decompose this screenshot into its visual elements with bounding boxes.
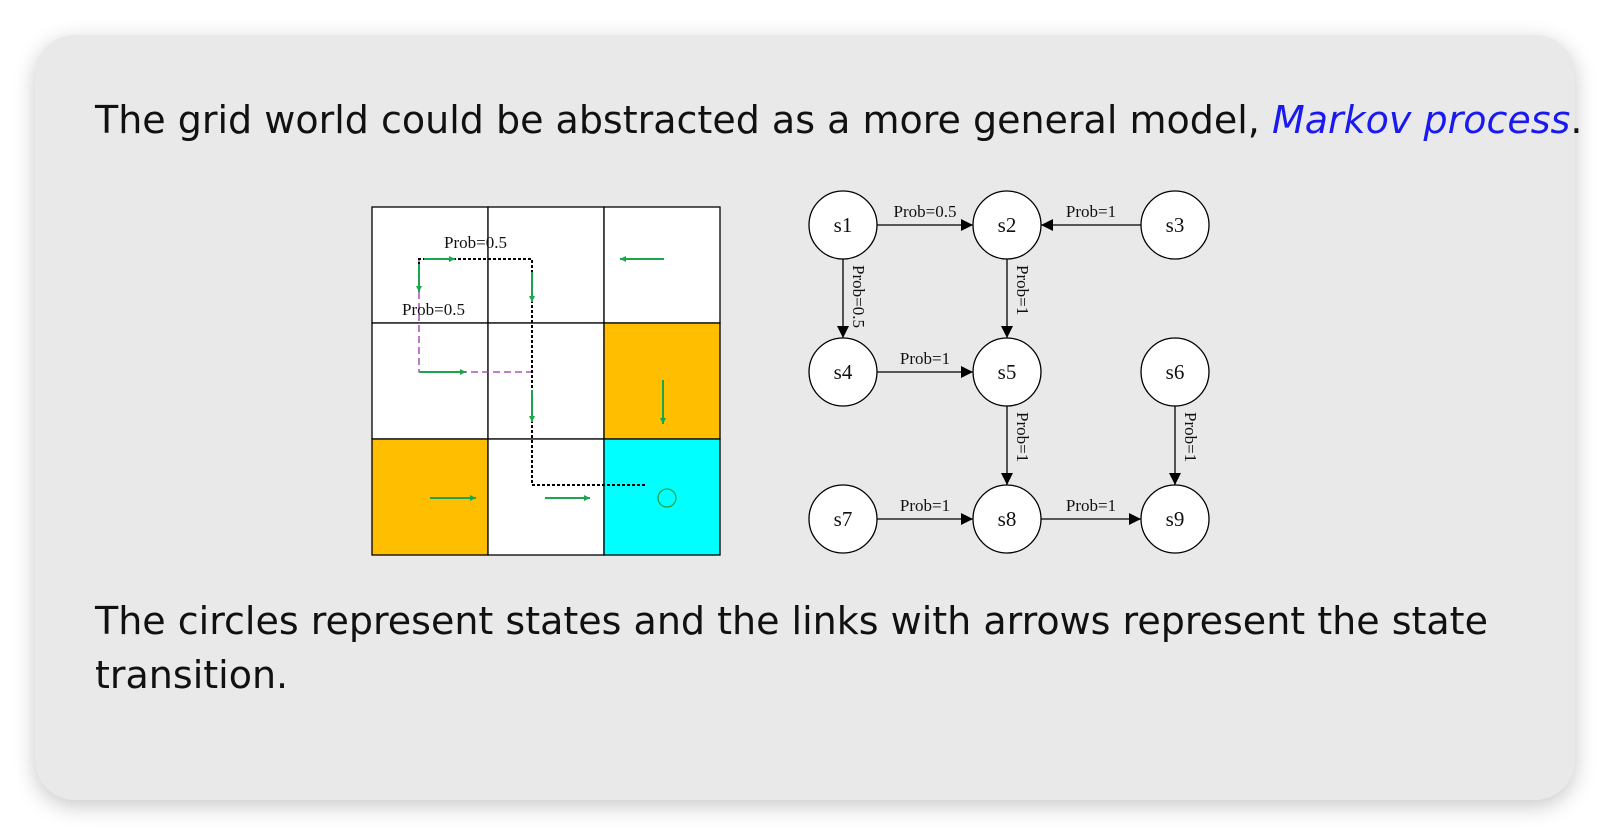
state-label-s1: s1: [834, 213, 853, 237]
state-node-s6: [1140, 337, 1210, 407]
edge-label: Prob=1: [1181, 412, 1200, 462]
policy-arrows: [416, 256, 677, 508]
state-node-s4: [808, 337, 878, 407]
headline: The grid world could be abstracted as a …: [95, 98, 1582, 142]
state-label-s8: s8: [998, 507, 1017, 531]
state-node-s3: [1140, 190, 1210, 260]
headline-period: .: [1570, 98, 1583, 142]
grid-cell: [371, 322, 489, 440]
graph-nodes: s1 s2 s3 s4 s5 s6 s7 s8 s9: [808, 190, 1210, 554]
stay-circle-icon: [657, 488, 677, 508]
edge-label: Prob=1: [1066, 496, 1116, 515]
edge-label: Prob=0.5: [894, 202, 957, 221]
state-node-s5: [972, 337, 1042, 407]
state-label-s9: s9: [1166, 507, 1185, 531]
caption: The circles represent states and the lin…: [95, 599, 1488, 697]
slide-card: [35, 35, 1575, 800]
headline-text: The grid world could be abstracted as a …: [95, 98, 1272, 142]
state-node-s7: [808, 484, 878, 554]
target-cell: [603, 438, 721, 556]
alt-path: [418, 259, 532, 373]
state-label-s4: s4: [834, 360, 853, 384]
edge-label: Prob=1: [1066, 202, 1116, 221]
grid-label-top: Prob=0.5: [444, 233, 507, 252]
grid-cell: [487, 322, 605, 440]
grid-cell: [603, 206, 721, 324]
state-node-s9: [1140, 484, 1210, 554]
edge-label: Prob=1: [1013, 265, 1032, 315]
edge-label: Prob=1: [900, 349, 950, 368]
state-label-s7: s7: [834, 507, 853, 531]
grid-label-left: Prob=0.5: [402, 300, 465, 319]
markov-process-term: Markov process: [1271, 98, 1571, 142]
edge-label: Prob=0.5: [849, 265, 868, 328]
state-label-s2: s2: [998, 213, 1017, 237]
state-label-s6: s6: [1166, 360, 1185, 384]
state-node-s8: [972, 484, 1042, 554]
grid-cell: [371, 206, 489, 324]
grid-world: Prob=0.5 Prob=0.5: [371, 206, 721, 556]
state-node-s2: [972, 190, 1042, 260]
edge-label: Prob=1: [1013, 412, 1032, 462]
grid-cells: [371, 206, 721, 556]
state-node-s1: [808, 190, 878, 260]
state-label-s3: s3: [1166, 213, 1185, 237]
edge-label: Prob=1: [900, 496, 950, 515]
state-label-s5: s5: [998, 360, 1017, 384]
grid-cell: [487, 206, 605, 324]
